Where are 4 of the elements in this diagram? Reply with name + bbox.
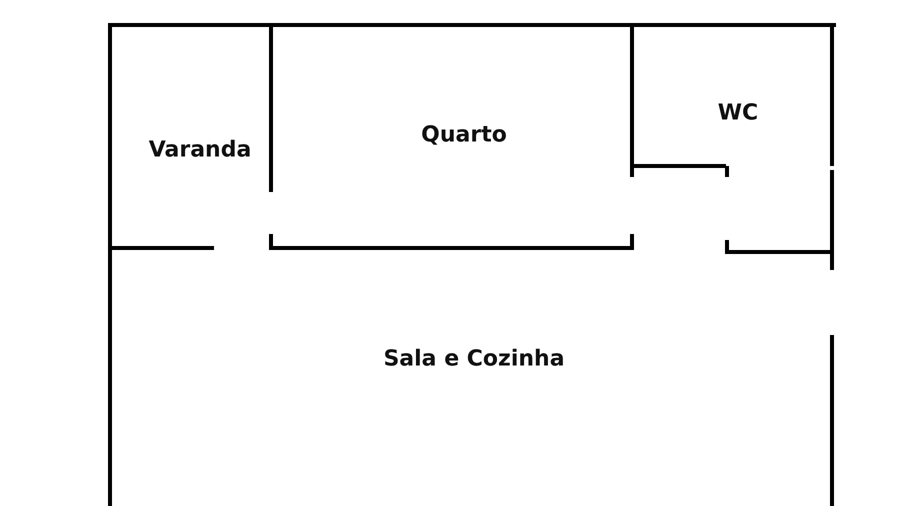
room-label: WC (718, 100, 758, 126)
room-label: Varanda (148, 138, 252, 162)
room-label: Quarto (421, 122, 507, 148)
room-label: Sala e Cozinha (383, 346, 565, 372)
